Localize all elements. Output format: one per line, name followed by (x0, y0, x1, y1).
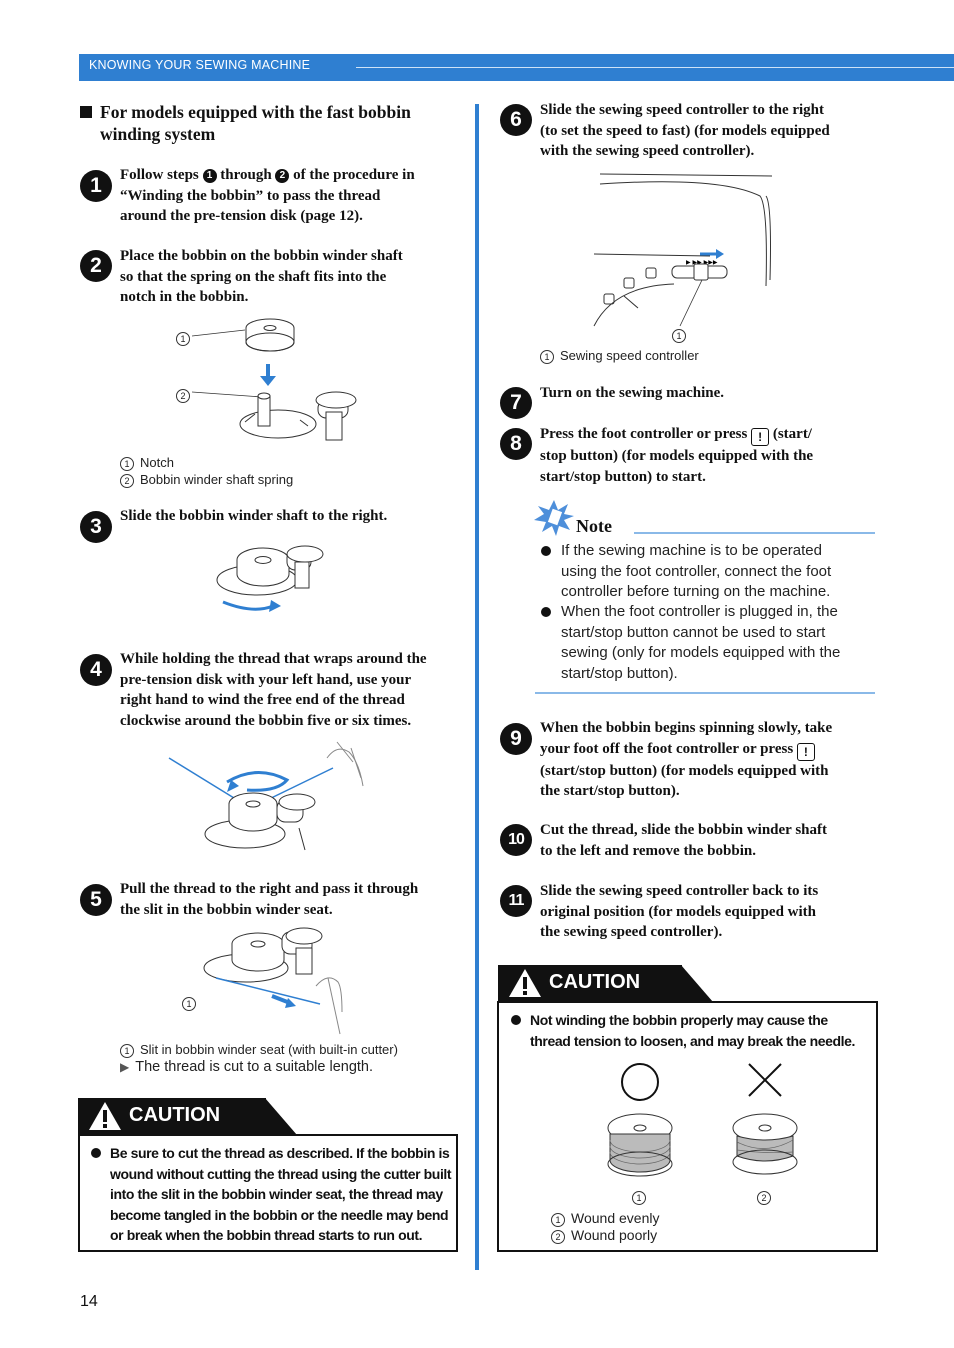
step-number-6: 6 (500, 104, 532, 136)
note-burst-icon (534, 500, 574, 536)
start-stop-button-icon: ! (751, 428, 770, 446)
bullet-icon (511, 1015, 521, 1025)
figure-callout-2: 2 (757, 1191, 771, 1205)
step-8-text: Press the foot controller or press ! (st… (540, 426, 814, 485)
step-10-text: Cut the thread, slide the bobbin winder … (540, 822, 827, 859)
bullet-icon (541, 607, 551, 617)
incorrect-cross-icon (748, 1063, 782, 1097)
speed-controller-illustration: ▶ ▶▶ ▶▶▶ (590, 166, 780, 341)
step-number-9: 9 (500, 723, 532, 755)
figure-callout-1: 1 (632, 1191, 646, 1205)
page-number: 14 (80, 1293, 98, 1310)
step-11-text: Slide the sewing speed controller back t… (540, 883, 819, 940)
caution-text: Be sure to cut the thread as described. … (110, 1145, 452, 1243)
figure-callout-1: 1 (182, 997, 196, 1011)
warning-triangle-icon (509, 969, 541, 997)
correct-circle-icon (621, 1063, 659, 1101)
bobbin-wound-evenly-illustration (607, 1113, 673, 1177)
step-number-1: 1 (80, 170, 112, 202)
bobbin-on-shaft-illustration (170, 312, 370, 457)
wind-thread-illustration (165, 738, 375, 859)
note-title: Note (576, 516, 612, 536)
caution-box (78, 1134, 458, 1252)
warning-triangle-icon (89, 1102, 121, 1130)
step-7-text: Turn on the sewing machine. (540, 385, 725, 401)
step-number-2: 2 (80, 250, 112, 282)
svg-text:▶ ▶▶ ▶▶▶: ▶ ▶▶ ▶▶▶ (686, 259, 718, 266)
caution-tab-slant (681, 965, 713, 1002)
result-text: ▶The thread is cut to a suitable length. (120, 1059, 374, 1075)
figure-callout-1: 1 (672, 329, 686, 343)
square-bullet-icon (80, 106, 92, 118)
header-rule (356, 67, 954, 68)
step-number-10: 10 (500, 824, 532, 856)
note-bottom-rule (535, 692, 875, 694)
figure-callout-2: 2 (176, 389, 190, 403)
column-divider (475, 104, 479, 1270)
step-number-3: 3 (80, 511, 112, 543)
step-number-4: 4 (80, 654, 112, 686)
bobbin-wound-poorly-illustration (732, 1113, 798, 1175)
caution-tab-slant (265, 1098, 297, 1135)
section-title: KNOWING YOUR SEWING MACHINE (89, 58, 311, 72)
slide-shaft-right-illustration (205, 540, 335, 627)
note-top-rule (634, 532, 875, 534)
thread-slit-illustration (196, 926, 356, 1037)
caution-box (497, 1001, 878, 1252)
step-5-text: Pull the thread to the right and pass it… (120, 881, 419, 918)
step-number-5: 5 (80, 884, 112, 916)
step-4-text: While holding the thread that wraps arou… (120, 651, 427, 729)
step-number-7: 7 (500, 387, 532, 419)
step-9-text: When the bobbin begins spinning slowly, … (540, 720, 833, 799)
step-6-text: Slide the sewing speed controller to the… (540, 102, 830, 159)
result-arrow-icon: ▶ (120, 1060, 130, 1074)
caution-header: CAUTION (498, 965, 682, 1001)
step-3-text: Slide the bobbin winder shaft to the rig… (120, 508, 388, 524)
step-number-8: 8 (500, 428, 532, 460)
caution-header: CAUTION (78, 1098, 266, 1134)
step-2-text: Place the bobbin on the bobbin winder sh… (120, 248, 403, 305)
caution-text: Not winding the bobbin properly may caus… (530, 1012, 856, 1049)
bullet-icon (91, 1148, 101, 1158)
bullet-icon (541, 546, 551, 556)
subsection-heading: For models equipped with the fast bobbin… (80, 101, 411, 145)
figure-callout-1: 1 (176, 332, 190, 346)
step-1-text: Follow steps 1 through 2 of the procedur… (120, 167, 415, 224)
note-bullet-2: When the foot controller is plugged in, … (561, 603, 841, 682)
start-stop-button-icon: ! (796, 742, 815, 761)
step-number-11: 11 (500, 885, 532, 917)
